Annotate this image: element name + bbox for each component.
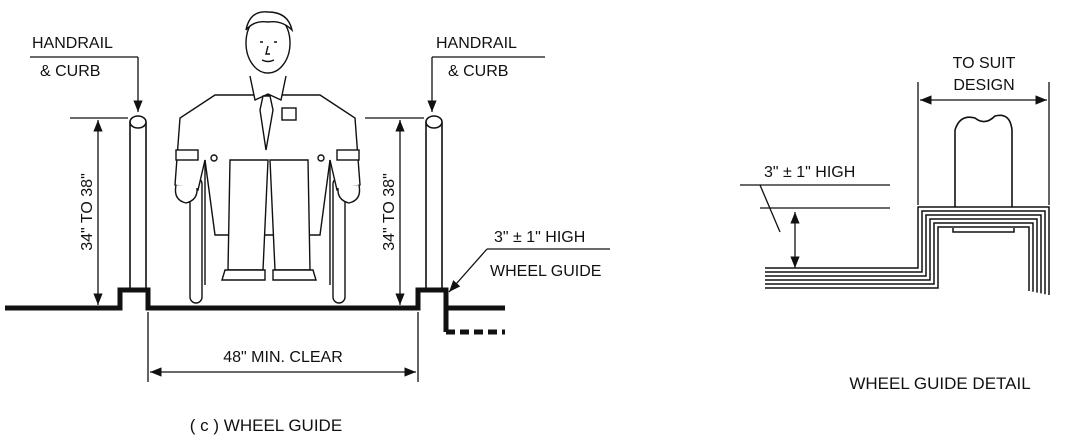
detail-view bbox=[740, 82, 1050, 295]
detail-height-label: 3" ± 1" HIGH bbox=[764, 164, 855, 181]
handrail-label-left-line1: HANDRAIL bbox=[32, 35, 113, 52]
detail-post bbox=[954, 114, 1013, 207]
detail-width-line1: TO SUIT bbox=[953, 55, 1016, 72]
wheelchair-user-figure bbox=[174, 11, 361, 304]
detail-width-line2: DESIGN bbox=[953, 77, 1014, 94]
handrail-post-left bbox=[129, 115, 147, 290]
curb-layer-line bbox=[765, 214, 1042, 294]
handrail-leader-left bbox=[30, 56, 143, 112]
handrail-label-right-line1: HANDRAIL bbox=[436, 35, 517, 52]
detail-height-dimension bbox=[740, 184, 890, 268]
left-view bbox=[5, 11, 610, 382]
ground-and-curbs bbox=[5, 287, 505, 311]
clear-width-dimension bbox=[147, 312, 419, 382]
handrail-leader-right bbox=[427, 56, 545, 112]
curb-layer-line bbox=[765, 210, 1046, 295]
handrail-label-right-line2: & CURB bbox=[448, 63, 508, 80]
clear-width-label: 48" MIN. CLEAR bbox=[223, 349, 343, 366]
wheel-guide-height-label: 3" ± 1" HIGH bbox=[494, 229, 585, 246]
handrail-label-left-line2: & CURB bbox=[40, 63, 100, 80]
curb-layer-line bbox=[765, 218, 1038, 293]
wheel-guide-name-label: WHEEL GUIDE bbox=[490, 263, 601, 280]
curb-layer-line bbox=[765, 226, 1030, 291]
height-label-right: 34" TO 38" bbox=[381, 173, 398, 250]
detail-caption: WHEEL GUIDE DETAIL bbox=[849, 374, 1030, 393]
height-dimension-left bbox=[70, 117, 128, 305]
curb-inner-line bbox=[952, 228, 1015, 233]
curb-layer-line bbox=[765, 222, 1034, 292]
height-dimension-right bbox=[365, 117, 424, 305]
wheel-guide-leader bbox=[448, 248, 610, 293]
left-view-caption: ( c ) WHEEL GUIDE bbox=[190, 416, 342, 435]
handrail-post-right bbox=[425, 115, 443, 290]
detail-curb-section bbox=[765, 206, 1050, 295]
height-label-left: 34" TO 38" bbox=[79, 173, 96, 250]
curb-layer-line bbox=[765, 206, 1050, 295]
width-dimension bbox=[917, 82, 1050, 205]
